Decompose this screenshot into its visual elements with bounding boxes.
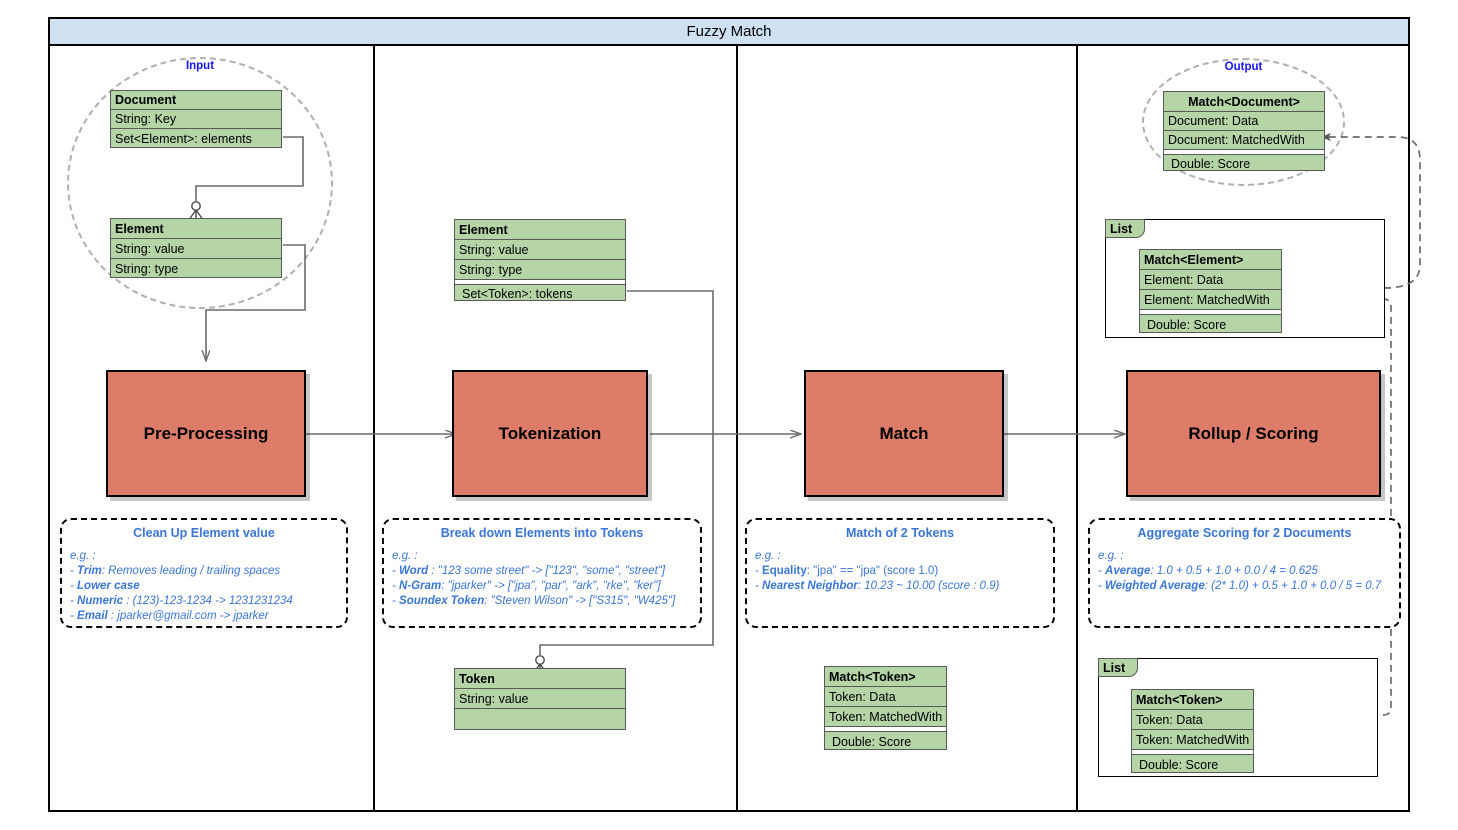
note-line: - Email : jparker@gmail.com -> jparker	[70, 610, 269, 622]
process-box-tokenization[interactable]: Tokenization	[452, 370, 648, 497]
class-box-token: Token String: value	[454, 668, 626, 730]
note-aggregate-scoring-for-2-documents: Aggregate Scoring for 2 Documents e.g. :…	[1088, 518, 1401, 628]
class-attribute: Double: Score	[1171, 156, 1251, 171]
class-attribute: Token: MatchedWith	[1132, 730, 1253, 750]
list-tab-label: List	[1105, 219, 1145, 238]
class-box-element-tokens: Element String: value String: type Set<T…	[454, 219, 626, 301]
list-tab-label: List	[1098, 658, 1138, 677]
class-row-separator	[1132, 750, 1253, 755]
class-title: Match<Token>	[1132, 690, 1253, 710]
process-label: Rollup / Scoring	[1188, 423, 1319, 443]
class-title: Document	[111, 91, 281, 110]
diagram-title-bar: Fuzzy Match	[50, 19, 1408, 46]
process-box-match[interactable]: Match	[804, 370, 1004, 497]
class-title: Element	[455, 220, 625, 240]
class-title: Match<Token>	[825, 667, 946, 687]
class-attribute: Token: Data	[1132, 710, 1253, 730]
process-label: Pre-Processing	[143, 423, 269, 443]
note-line: - Word : "123 some street" -> ["123", "s…	[392, 565, 666, 577]
class-box-element-left: Element String: value String: type	[110, 218, 282, 278]
class-attribute: Set<Element>: elements	[115, 131, 252, 146]
note-lead: e.g. :	[70, 550, 96, 562]
input-group-label: Input	[185, 60, 215, 72]
class-row-separator	[1164, 150, 1324, 155]
class-attribute: Token: Data	[825, 687, 946, 707]
class-attribute: Set<Token>: tokens	[462, 286, 573, 301]
note-break-down-elements-into-tokens: Break down Elements into Tokens e.g. : -…	[382, 518, 702, 628]
column-divider-2	[736, 46, 738, 812]
class-attribute: Element: Data	[1140, 270, 1281, 290]
class-title: Element	[111, 219, 281, 239]
class-row-separator	[825, 727, 946, 732]
class-attribute: Double: Score	[1139, 757, 1219, 772]
class-attribute: String: value	[455, 689, 625, 709]
class-attribute-empty	[455, 709, 625, 729]
class-row-separator	[1140, 310, 1281, 315]
class-attribute: Double: Score	[1147, 317, 1227, 332]
class-title: Match<Document>	[1164, 92, 1324, 112]
class-attribute: String: value	[111, 239, 281, 259]
output-group-ellipse	[1142, 58, 1345, 186]
class-box-match-element: Match<Element> Element: Data Element: Ma…	[1139, 249, 1282, 333]
note-line: - Equality: "jpa" == "jpa" (score 1.0)	[755, 565, 939, 577]
process-box-rollup-scoring[interactable]: Rollup / Scoring	[1126, 370, 1381, 497]
class-row-separator	[455, 280, 625, 285]
note-line: - Soundex Token: "Steven Wilson" -> ["S3…	[392, 595, 676, 607]
note-line: - N-Gram: "jparker" -> ["jpa", "par", "a…	[392, 580, 661, 592]
note-lead: e.g. :	[392, 550, 418, 562]
column-divider-3	[1076, 46, 1078, 812]
note-line: - Lower case	[70, 580, 140, 592]
note-title: Clean Up Element value	[133, 526, 275, 540]
note-line: - Average: 1.0 + 0.5 + 1.0 + 0.0 / 4 = 0…	[1098, 565, 1318, 577]
class-title: Token	[455, 669, 625, 689]
column-divider-1	[373, 46, 375, 812]
note-title: Match of 2 Tokens	[845, 526, 955, 540]
class-attribute: Document: Data	[1164, 112, 1324, 131]
class-attribute: String: type	[455, 260, 625, 280]
note-match-of-2-tokens: Match of 2 Tokens e.g. : - Equality: "jp…	[745, 518, 1055, 628]
note-lead: e.g. :	[1098, 550, 1124, 562]
class-attribute: String: type	[115, 262, 179, 276]
input-group-ellipse	[67, 57, 333, 309]
class-attribute: String: value	[455, 240, 625, 260]
class-box-match-document: Match<Document> Document: Data Document:…	[1163, 91, 1325, 171]
class-box-match-token-list: Match<Token> Token: Data Token: MatchedW…	[1131, 689, 1254, 773]
note-title: Break down Elements into Tokens	[440, 526, 644, 540]
process-box-pre-processing[interactable]: Pre-Processing	[106, 370, 306, 497]
note-line: - Nearest Neighbor: 10.23 ~ 10.00 (score…	[755, 580, 1000, 592]
class-title: Match<Element>	[1140, 250, 1281, 270]
process-label: Match	[879, 423, 929, 443]
note-lead: e.g. :	[755, 550, 781, 562]
class-box-match-token-mid: Match<Token> Token: Data Token: MatchedW…	[824, 666, 947, 750]
note-line: - Trim: Removes leading / trailing space…	[70, 565, 281, 577]
note-line: - Weighted Average: (2* 1.0) + 0.5 + 1.0…	[1098, 580, 1382, 592]
note-title: Aggregate Scoring for 2 Documents	[1137, 526, 1352, 540]
class-attribute: String: Key	[111, 110, 281, 129]
page-title: Fuzzy Match	[686, 23, 772, 40]
class-attribute: Document: MatchedWith	[1164, 131, 1324, 150]
note-clean-up-element-value: Clean Up Element value e.g. : - Trim: Re…	[60, 518, 348, 628]
process-label: Tokenization	[498, 423, 602, 443]
class-attribute: Element: MatchedWith	[1140, 290, 1281, 310]
class-attribute: Double: Score	[832, 734, 912, 749]
class-box-document: Document String: Key Set<Element>: eleme…	[110, 90, 282, 148]
note-line: - Numeric : (123)-123-1234 -> 1231231234	[70, 595, 293, 607]
output-group-label: Output	[1224, 61, 1263, 73]
class-attribute: Token: MatchedWith	[825, 707, 946, 727]
